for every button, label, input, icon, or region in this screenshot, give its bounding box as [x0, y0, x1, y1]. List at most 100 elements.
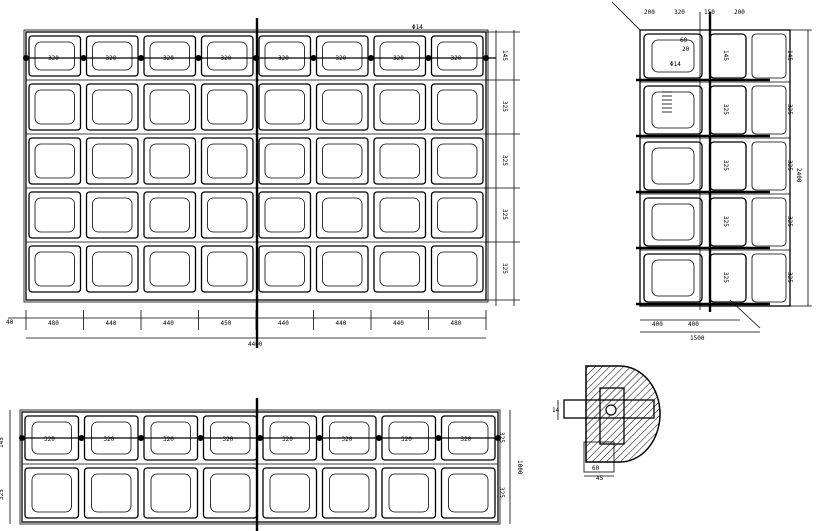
side-top-label: 150 — [704, 9, 715, 16]
plan-bottom-width-label: 480 — [48, 320, 59, 327]
plan-rebar-node — [23, 55, 29, 61]
plan-cell-inner — [149, 89, 190, 125]
plan-bottom-width-label: 440 — [163, 320, 174, 327]
detail-bottom-block — [583, 441, 615, 473]
plan-cell-inner — [34, 197, 75, 233]
plan-cell-outer — [200, 35, 254, 77]
plan-cell-inner — [149, 251, 190, 287]
elevation-width-label: 320 — [342, 436, 353, 443]
elevation-rebar-node — [19, 435, 25, 441]
plan-cell-outer — [85, 83, 139, 131]
plan-right-height-label: 325 — [501, 101, 508, 112]
plan-cell-outer — [373, 137, 427, 185]
plan-cell-outer — [28, 35, 82, 77]
plan-cell-inner — [92, 251, 133, 287]
plan-cell-outer — [28, 137, 82, 185]
plan-cell-inner — [34, 89, 75, 125]
plan-cell-inner — [437, 197, 478, 233]
plan-cell-inner — [207, 143, 248, 179]
elevation-cell-outer — [83, 467, 139, 519]
plan-cell-outer — [315, 35, 369, 77]
elevation-left-1: 145 — [0, 437, 5, 448]
plan-cell-outer — [85, 35, 139, 77]
side-bottom-small-1: 400 — [652, 321, 663, 328]
plan-cell-inner — [264, 251, 305, 287]
side-cell-outer — [643, 141, 703, 191]
elevation-width-label: 320 — [104, 436, 115, 443]
plan-cell-inner — [379, 251, 420, 287]
plan-left-dimension: 40 — [6, 319, 14, 326]
plan-bottom-width-label: 440 — [106, 320, 117, 327]
elevation-cell-outer — [381, 467, 437, 519]
elevation-outer-border-2 — [19, 409, 501, 525]
elevation-right-label: 325 — [498, 487, 505, 498]
plan-cell-inner — [322, 89, 363, 125]
plan-cell-outer — [258, 83, 312, 131]
plan-rebar-node — [310, 55, 317, 61]
plan-cell-outer — [28, 245, 82, 293]
side-far-right-label: 325 — [786, 216, 793, 227]
plan-cell-outer — [258, 137, 312, 185]
elevation-cell-inner — [448, 473, 489, 513]
elevation-rebar-node — [197, 435, 204, 441]
plan-cell-outer — [258, 35, 312, 77]
plan-cell-outer — [258, 191, 312, 239]
plan-corner-label: Φ14 — [412, 24, 423, 31]
plan-cell-outer — [430, 245, 484, 293]
plan-right-height-label: 145 — [501, 50, 508, 61]
plan-rebar-node — [80, 55, 87, 61]
elevation-width-label: 320 — [223, 436, 234, 443]
plan-bottom-width-label: 440 — [336, 320, 347, 327]
side-cell-right — [751, 141, 787, 191]
plan-cell-inner — [92, 41, 133, 71]
plan-cell-inner — [34, 41, 75, 71]
side-cell-right — [751, 253, 787, 303]
side-cell-inner — [651, 91, 695, 129]
plan-cell-outer — [315, 245, 369, 293]
plan-overall-dimension: 4400 — [248, 341, 263, 348]
plan-cell-outer — [373, 191, 427, 239]
plan-rebar-node — [483, 55, 489, 61]
plan-cell-outer — [28, 191, 82, 239]
plan-cell-inner — [149, 41, 190, 71]
plan-cell-inner — [207, 89, 248, 125]
elevation-cell-inner — [210, 473, 251, 513]
plan-cell-outer — [85, 191, 139, 239]
side-view — [611, 1, 812, 333]
side-cell-outer — [643, 197, 703, 247]
plan-cell-inner — [92, 197, 133, 233]
side-right-label: 325 — [722, 272, 729, 283]
side-right-label: 325 — [722, 160, 729, 171]
plan-cell-inner — [34, 251, 75, 287]
side-far-right-label: 325 — [786, 104, 793, 115]
elevation-rebar-node — [495, 435, 501, 441]
detail-label-45: 45 — [596, 475, 604, 482]
plan-cell-inner — [437, 143, 478, 179]
side-outer-border — [639, 29, 791, 307]
detail-label-14: 14 — [552, 407, 560, 414]
side-cell-right — [751, 85, 787, 135]
plan-cell-inner — [264, 41, 305, 71]
elevation-width-label: 320 — [461, 436, 472, 443]
side-cell-outer — [643, 253, 703, 303]
plan-top-width-label: 320 — [393, 55, 404, 62]
plan-cell-inner — [379, 143, 420, 179]
side-bottom-dimension: 1500 — [690, 335, 705, 342]
plan-right-height-label: 325 — [501, 263, 508, 274]
plan-rebar-node — [195, 55, 202, 61]
plan-top-width-label: 320 — [278, 55, 289, 62]
side-far-right-label: 145 — [786, 50, 793, 61]
plan-cell-outer — [315, 83, 369, 131]
plan-cell-inner — [34, 143, 75, 179]
elevation-width-label: 320 — [282, 436, 293, 443]
plan-cell-inner — [437, 41, 478, 71]
elevation-cell-inner — [31, 473, 72, 513]
plan-cell-outer — [143, 137, 197, 185]
elevation-view — [9, 398, 511, 531]
side-detail-20: 20 — [682, 46, 690, 53]
plan-top-width-label: 320 — [221, 55, 232, 62]
